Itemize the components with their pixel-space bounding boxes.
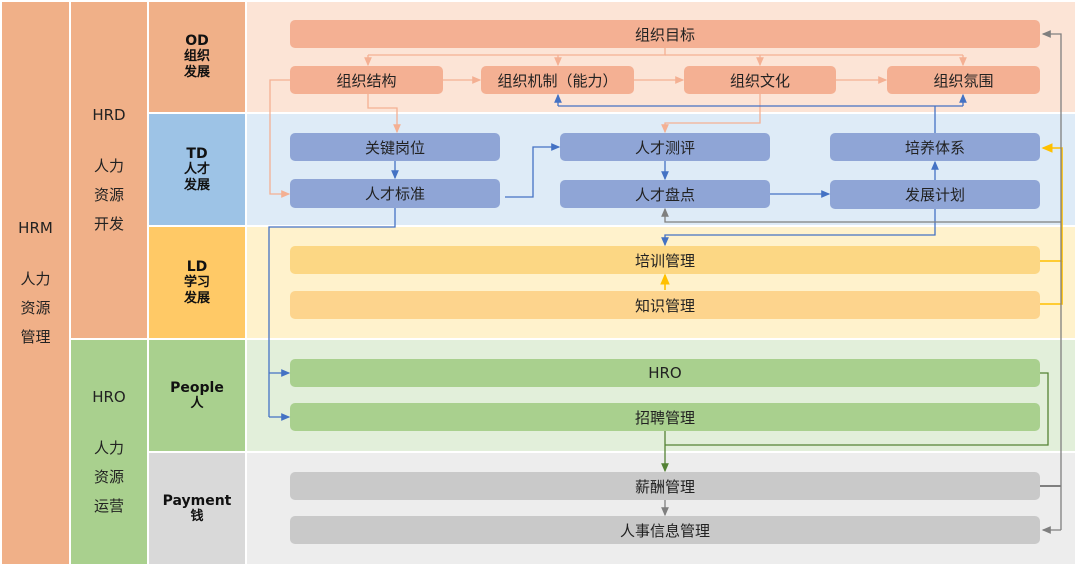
band-od (247, 2, 1075, 112)
hrm-line-1: 人力 (20, 270, 51, 288)
node-talent-assessment[interactable]: 人才测评 (560, 133, 770, 161)
people-line-1: 人 (190, 395, 204, 411)
node-talent-review[interactable]: 人才盘点 (560, 180, 770, 208)
node-development-plan[interactable]: 发展计划 (830, 180, 1040, 209)
ld-line-1: 学习 (183, 274, 210, 290)
category-od: OD 组织 发展 (149, 2, 245, 112)
hrm-line-2: 资源 (20, 299, 51, 317)
hrd-column: HRD 人力 资源 开发 (71, 2, 147, 338)
people-code: People (170, 379, 224, 396)
hrm-code: HRM (18, 219, 53, 237)
hro-line-2: 资源 (93, 468, 124, 486)
node-training-mgmt[interactable]: 培训管理 (290, 246, 1040, 274)
node-key-positions[interactable]: 关键岗位 (290, 133, 500, 161)
category-payment: Payment 钱 (149, 453, 245, 564)
td-line-2: 发展 (183, 177, 210, 193)
payment-line-1: 钱 (190, 508, 204, 524)
hrd-line-1: 人力 (93, 157, 124, 175)
node-training-system[interactable]: 培养体系 (830, 133, 1040, 161)
band-ld (247, 227, 1075, 338)
node-org-mechanism[interactable]: 组织机制（能力） (481, 66, 634, 94)
node-talent-standard[interactable]: 人才标准 (290, 179, 500, 208)
hro-code: HRO (92, 388, 126, 406)
hrm-column: HRM 人力 资源 管理 (2, 2, 69, 564)
node-org-atmosphere[interactable]: 组织氛围 (887, 66, 1040, 94)
od-line-1: 组织 (183, 49, 210, 64)
td-line-1: 人才 (183, 161, 210, 177)
node-personnel-info-mgmt[interactable]: 人事信息管理 (290, 516, 1040, 544)
category-td: TD 人才 发展 (149, 114, 245, 225)
od-line-2: 发展 (183, 65, 210, 80)
node-org-structure[interactable]: 组织结构 (290, 66, 443, 94)
hrd-code: HRD (92, 106, 126, 124)
node-compensation-mgmt[interactable]: 薪酬管理 (290, 472, 1040, 500)
node-knowledge-mgmt[interactable]: 知识管理 (290, 291, 1040, 319)
node-recruitment-mgmt[interactable]: 招聘管理 (290, 403, 1040, 431)
hro-line-1: 人力 (93, 439, 124, 457)
payment-code: Payment (162, 492, 232, 509)
node-hro[interactable]: HRO (290, 359, 1040, 387)
ld-line-2: 发展 (183, 290, 210, 306)
td-code: TD (186, 145, 208, 162)
ld-code: LD (186, 258, 208, 275)
band-people (247, 340, 1075, 451)
hro-line-3: 运营 (93, 497, 124, 515)
node-org-goal[interactable]: 组织目标 (290, 20, 1040, 48)
hrd-line-3: 开发 (93, 215, 124, 233)
od-code: OD (185, 33, 209, 49)
band-payment (247, 453, 1075, 564)
hrm-line-3: 管理 (20, 328, 51, 346)
node-org-culture[interactable]: 组织文化 (684, 66, 836, 94)
category-people: People 人 (149, 340, 245, 451)
category-ld: LD 学习 发展 (149, 227, 245, 338)
hro-column: HRO 人力 资源 运营 (71, 340, 147, 564)
hrd-line-2: 资源 (93, 186, 124, 204)
